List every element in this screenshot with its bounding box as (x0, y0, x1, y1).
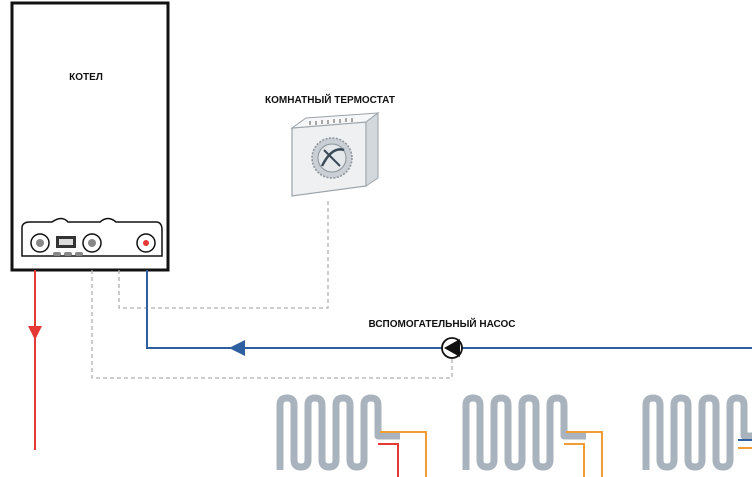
return-flow-arrow-icon (229, 340, 245, 356)
underfloor-coil-3 (642, 394, 752, 471)
boiler: КОТЕЛ (10, 1, 170, 272)
boiler-label: КОТЕЛ (69, 72, 103, 83)
underfloor-coil-icon (462, 394, 586, 471)
thermostat-dial-icon (311, 137, 353, 179)
supply-line (28, 270, 42, 450)
pump-wire (91, 270, 453, 379)
room-thermostat: КОМНАТНЫЙ ТЕРМОСТАТ (265, 93, 395, 197)
panel-button-1 (53, 252, 61, 256)
supply-flow-arrow-icon (28, 326, 42, 340)
thermostat-label: КОМНАТНЫЙ ТЕРМОСТАТ (265, 93, 395, 106)
panel-button-3 (75, 252, 83, 256)
control-wiring (91, 201, 453, 379)
pump-label: ВСПОМОГАТЕЛЬНЫЙ НАСОС (368, 317, 515, 330)
panel-button-2 (64, 252, 72, 256)
return-line (146, 270, 752, 356)
underfloor-coil-2 (462, 394, 603, 477)
underfloor-coil-1 (276, 394, 427, 477)
boiler-control-panel (21, 217, 163, 257)
thermostat-wire (118, 201, 329, 309)
underfloor-coil-icon (276, 394, 400, 471)
underfloor-coil-icon (642, 394, 752, 471)
auxiliary-pump: ВСПОМОГАТЕЛЬНЫЙ НАСОС (368, 317, 516, 359)
